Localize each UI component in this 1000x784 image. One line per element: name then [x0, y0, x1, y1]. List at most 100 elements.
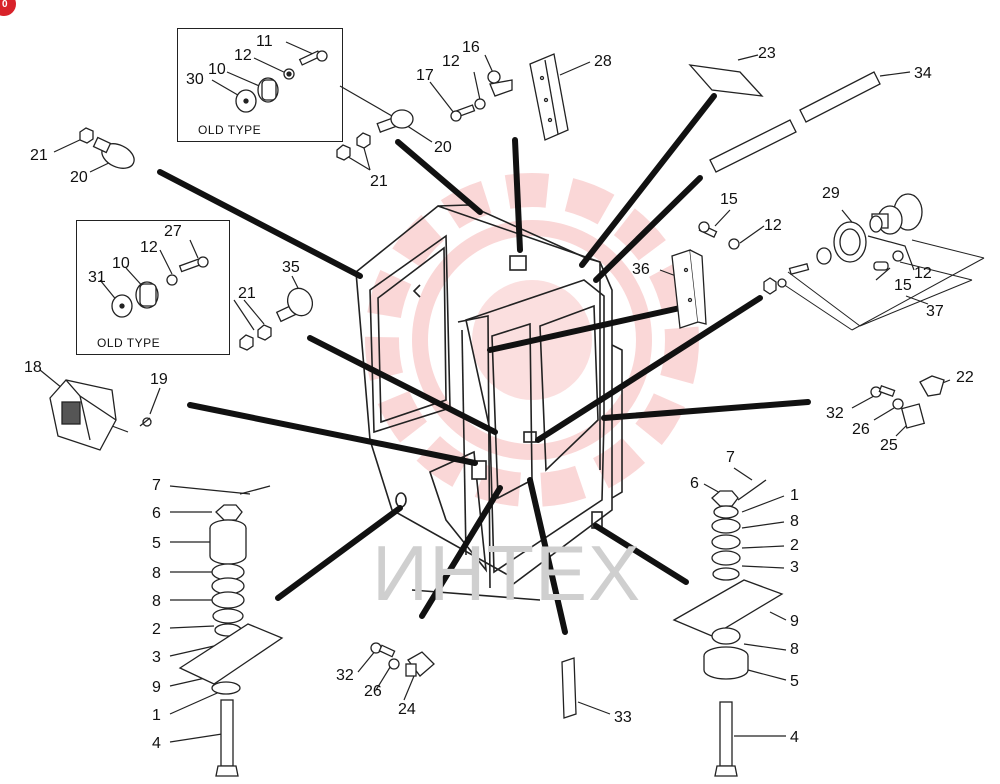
callout-31: 31 — [88, 269, 106, 286]
hinge-28-icon — [529, 53, 569, 141]
stopper-35-icon — [275, 287, 314, 323]
callout-7b: 7 — [726, 449, 735, 466]
washer-12-right-icon — [728, 238, 740, 250]
stopper-10-icon — [135, 281, 159, 309]
callout-23: 23 — [758, 45, 776, 62]
callout-12e: 12 — [140, 239, 158, 256]
stopper-left-icon — [79, 127, 135, 169]
catch-16-icon — [487, 70, 513, 97]
callout-15a: 15 — [720, 191, 738, 208]
callout-26b: 26 — [364, 683, 382, 700]
vent-assembly-icon — [869, 193, 923, 271]
component-drawings — [49, 50, 945, 777]
washer-26-right-icon — [892, 398, 904, 410]
callout-8b: 8 — [152, 593, 161, 610]
callout-1a: 1 — [152, 707, 161, 724]
ring-29-icon — [833, 221, 867, 263]
seal-strip-34b-icon — [799, 71, 881, 123]
bolt-27-icon — [178, 256, 209, 273]
bolt-32-bottom-icon — [370, 642, 396, 658]
callout-5b: 5 — [790, 673, 799, 690]
callout-33: 33 — [614, 709, 632, 726]
callout-6b: 6 — [690, 475, 699, 492]
washer-26-bottom-icon — [388, 658, 400, 670]
callout-22: 22 — [956, 369, 974, 386]
callout-8a: 8 — [152, 565, 161, 582]
callout-12b: 12 — [442, 53, 460, 70]
callout-11a: 11 — [256, 33, 273, 50]
callout-26a: 26 — [852, 421, 870, 438]
bolt-37-parts-icon — [763, 247, 832, 295]
callout-3a: 3 — [152, 649, 161, 666]
callout-28: 28 — [594, 53, 612, 70]
old-type-box-top: OLD TYPE — [177, 28, 343, 142]
callout-2a: 2 — [152, 621, 161, 638]
callout-4a: 4 — [152, 735, 161, 752]
callout-10b: 10 — [112, 255, 130, 272]
clip-22-icon — [919, 375, 945, 397]
callout-8d: 8 — [790, 641, 799, 658]
washer-12-icon — [474, 98, 486, 110]
callout-2b: 2 — [790, 537, 799, 554]
bolt-15-icon — [698, 221, 718, 238]
right-mount-stack — [672, 479, 784, 777]
callout-36: 36 — [632, 261, 650, 278]
washer-12-left-icon — [166, 274, 178, 286]
callout-4b: 4 — [790, 729, 799, 746]
callout-21c: 21 — [238, 285, 256, 302]
callout-27: 27 — [164, 223, 182, 240]
watermark-text: ИНТЕХ — [372, 529, 642, 617]
bolt-32-right-icon — [870, 384, 896, 398]
old-type-box-left: OLD TYPE — [76, 220, 230, 355]
page-badge-text: 0 — [2, 0, 8, 10]
callout-3b: 3 — [790, 559, 799, 576]
callout-19: 19 — [150, 371, 168, 388]
callout-9a: 9 — [152, 679, 161, 696]
callout-12d: 12 — [914, 265, 932, 282]
bolt-icon — [298, 50, 328, 66]
callout-35: 35 — [282, 259, 300, 276]
callout-34: 34 — [914, 65, 932, 82]
striker-25-icon — [900, 403, 926, 429]
callout-18: 18 — [24, 359, 42, 376]
callout-7a: 7 — [152, 477, 161, 494]
nut-icon — [336, 132, 371, 161]
callout-30: 30 — [186, 71, 204, 88]
seal-strip-23-icon — [688, 64, 764, 97]
plate-disc-icon — [235, 89, 257, 113]
callout-6a: 6 — [152, 505, 161, 522]
callout-25: 25 — [880, 437, 898, 454]
seal-33-icon — [561, 657, 577, 719]
callout-12a: 12 — [234, 47, 252, 64]
callout-37: 37 — [926, 303, 944, 320]
callout-8c: 8 — [790, 513, 799, 530]
callout-21b: 21 — [30, 147, 48, 164]
striker-24-icon — [405, 651, 435, 677]
callout-32b: 32 — [336, 667, 354, 684]
callout-21a: 21 — [370, 173, 388, 190]
rubber-stopper-icon — [257, 77, 279, 103]
bolt-17-icon — [450, 104, 476, 122]
callout-10a: 10 — [208, 61, 226, 78]
callout-5a: 5 — [152, 535, 161, 552]
callout-29: 29 — [822, 185, 840, 202]
callout-15b: 15 — [894, 277, 912, 294]
callout-20b: 20 — [70, 169, 88, 186]
old-type-label-left: OLD TYPE — [97, 336, 161, 350]
callout-17: 17 — [416, 67, 434, 84]
seal-strip-34a-icon — [709, 119, 797, 173]
callout-24: 24 — [398, 701, 416, 718]
callout-32a: 32 — [826, 405, 844, 422]
washer-icon — [283, 68, 295, 80]
stopper-bolt-icon — [376, 109, 414, 133]
bracket-36-icon — [671, 249, 707, 329]
leader-lines — [157, 93, 811, 635]
page-badge: 0 — [0, 0, 16, 16]
callout-9b: 9 — [790, 613, 799, 630]
nuts-21-icon — [239, 324, 272, 351]
callout-20a: 20 — [434, 139, 452, 156]
lamp-18-icon — [49, 379, 117, 451]
